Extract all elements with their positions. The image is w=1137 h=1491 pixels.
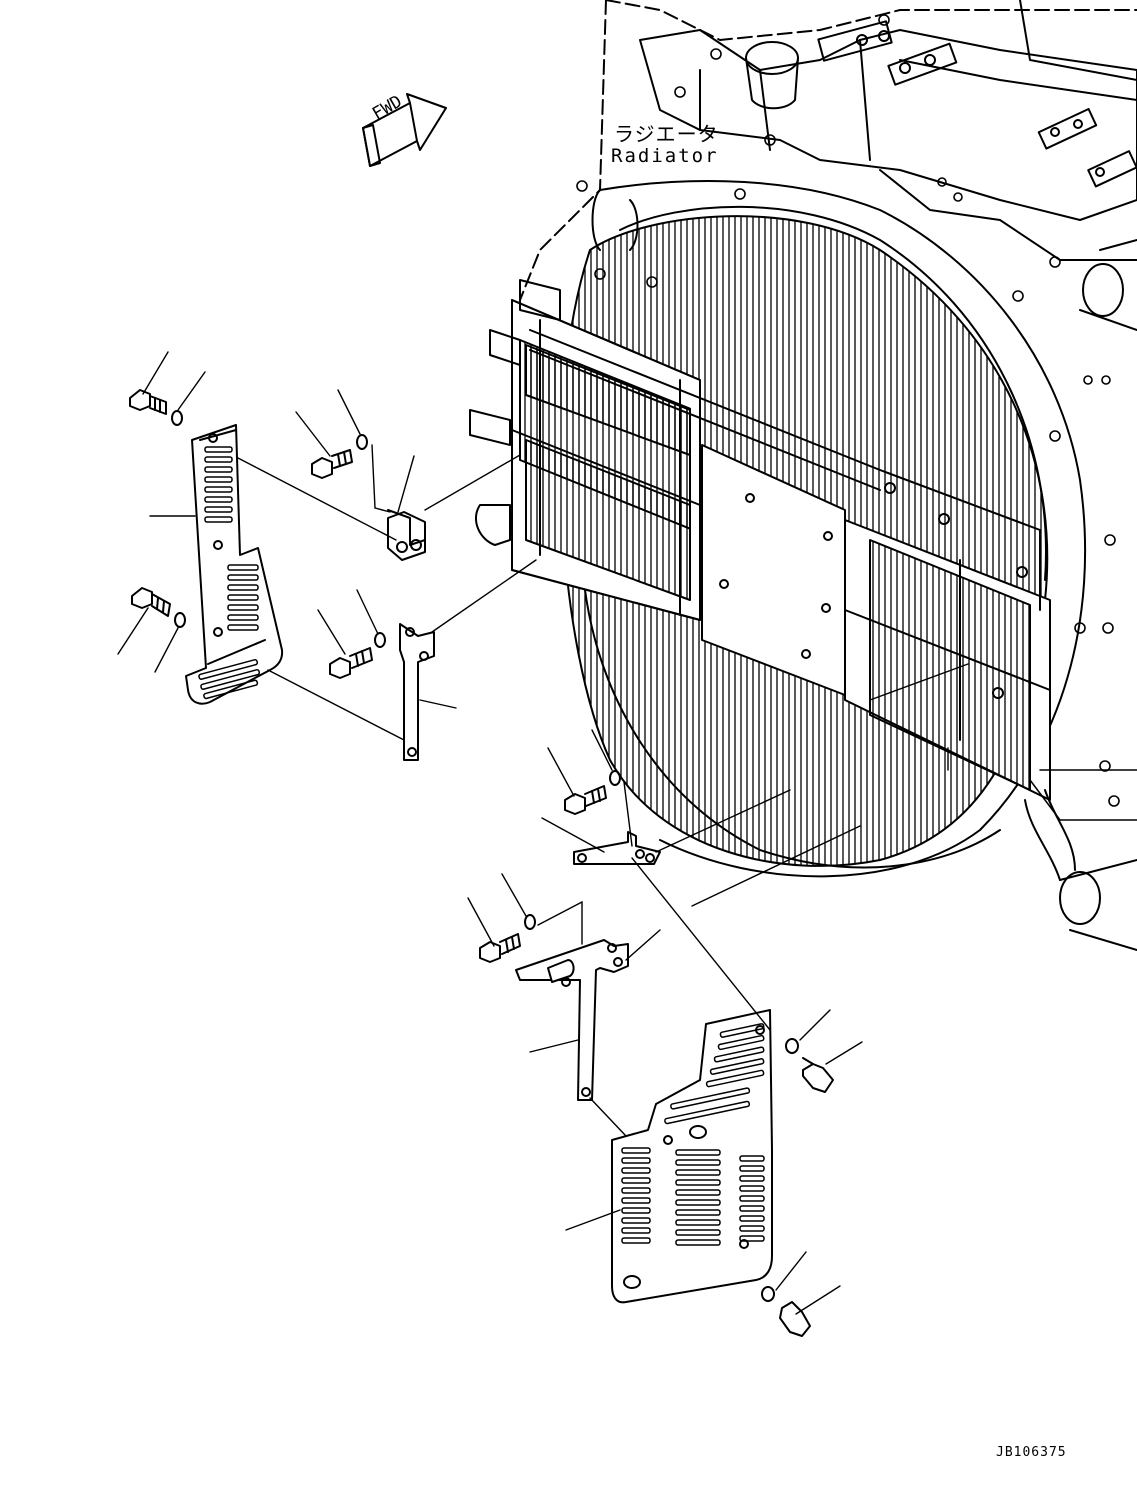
radiator-label-japanese: ラジエータ [614, 122, 719, 146]
hardware-left [118, 352, 536, 760]
bracket-upper-left [388, 510, 425, 560]
top-hinge-plates [818, 21, 1136, 186]
front-cooler-frame [512, 300, 1050, 800]
radiator-label: Radiator [611, 145, 719, 167]
leader-lines [118, 352, 536, 740]
guard-right [612, 1010, 772, 1302]
washer-icon [375, 633, 385, 647]
drawing-code: JB106375 [996, 1445, 1067, 1460]
leader-lines-right [468, 664, 968, 1314]
guard-left-slots [199, 447, 260, 699]
fwd-direction-arrow [363, 94, 446, 166]
bolt-icon [130, 390, 166, 414]
radiator-shroud [600, 181, 1085, 876]
washer-icon [610, 771, 620, 785]
washer-icon [786, 1039, 798, 1053]
bracket-lower [516, 940, 628, 1100]
bracket-lower-left [400, 624, 434, 760]
radiator-upper-tank [640, 30, 1137, 220]
washer-icon [357, 435, 367, 449]
frame-bolts [577, 15, 1119, 806]
washer-icon [762, 1287, 774, 1301]
bracket-center [574, 832, 660, 864]
bolt-icon [803, 1058, 833, 1092]
washer-icon [525, 915, 535, 929]
hardware-right [468, 664, 968, 1336]
guard-left [186, 425, 282, 704]
bolt-icon [780, 1302, 810, 1336]
bolt-icon [132, 588, 170, 616]
radiator-hoses [470, 190, 1075, 880]
guard-right-slots [622, 1023, 764, 1245]
washer-icon [175, 613, 185, 627]
bolt-icon [480, 934, 520, 962]
bolt-icon [565, 786, 606, 814]
washer-icon [172, 411, 182, 425]
bolt-icon [330, 648, 372, 678]
radiator-housing-outline [520, 0, 606, 300]
bolt-icon [312, 450, 352, 478]
